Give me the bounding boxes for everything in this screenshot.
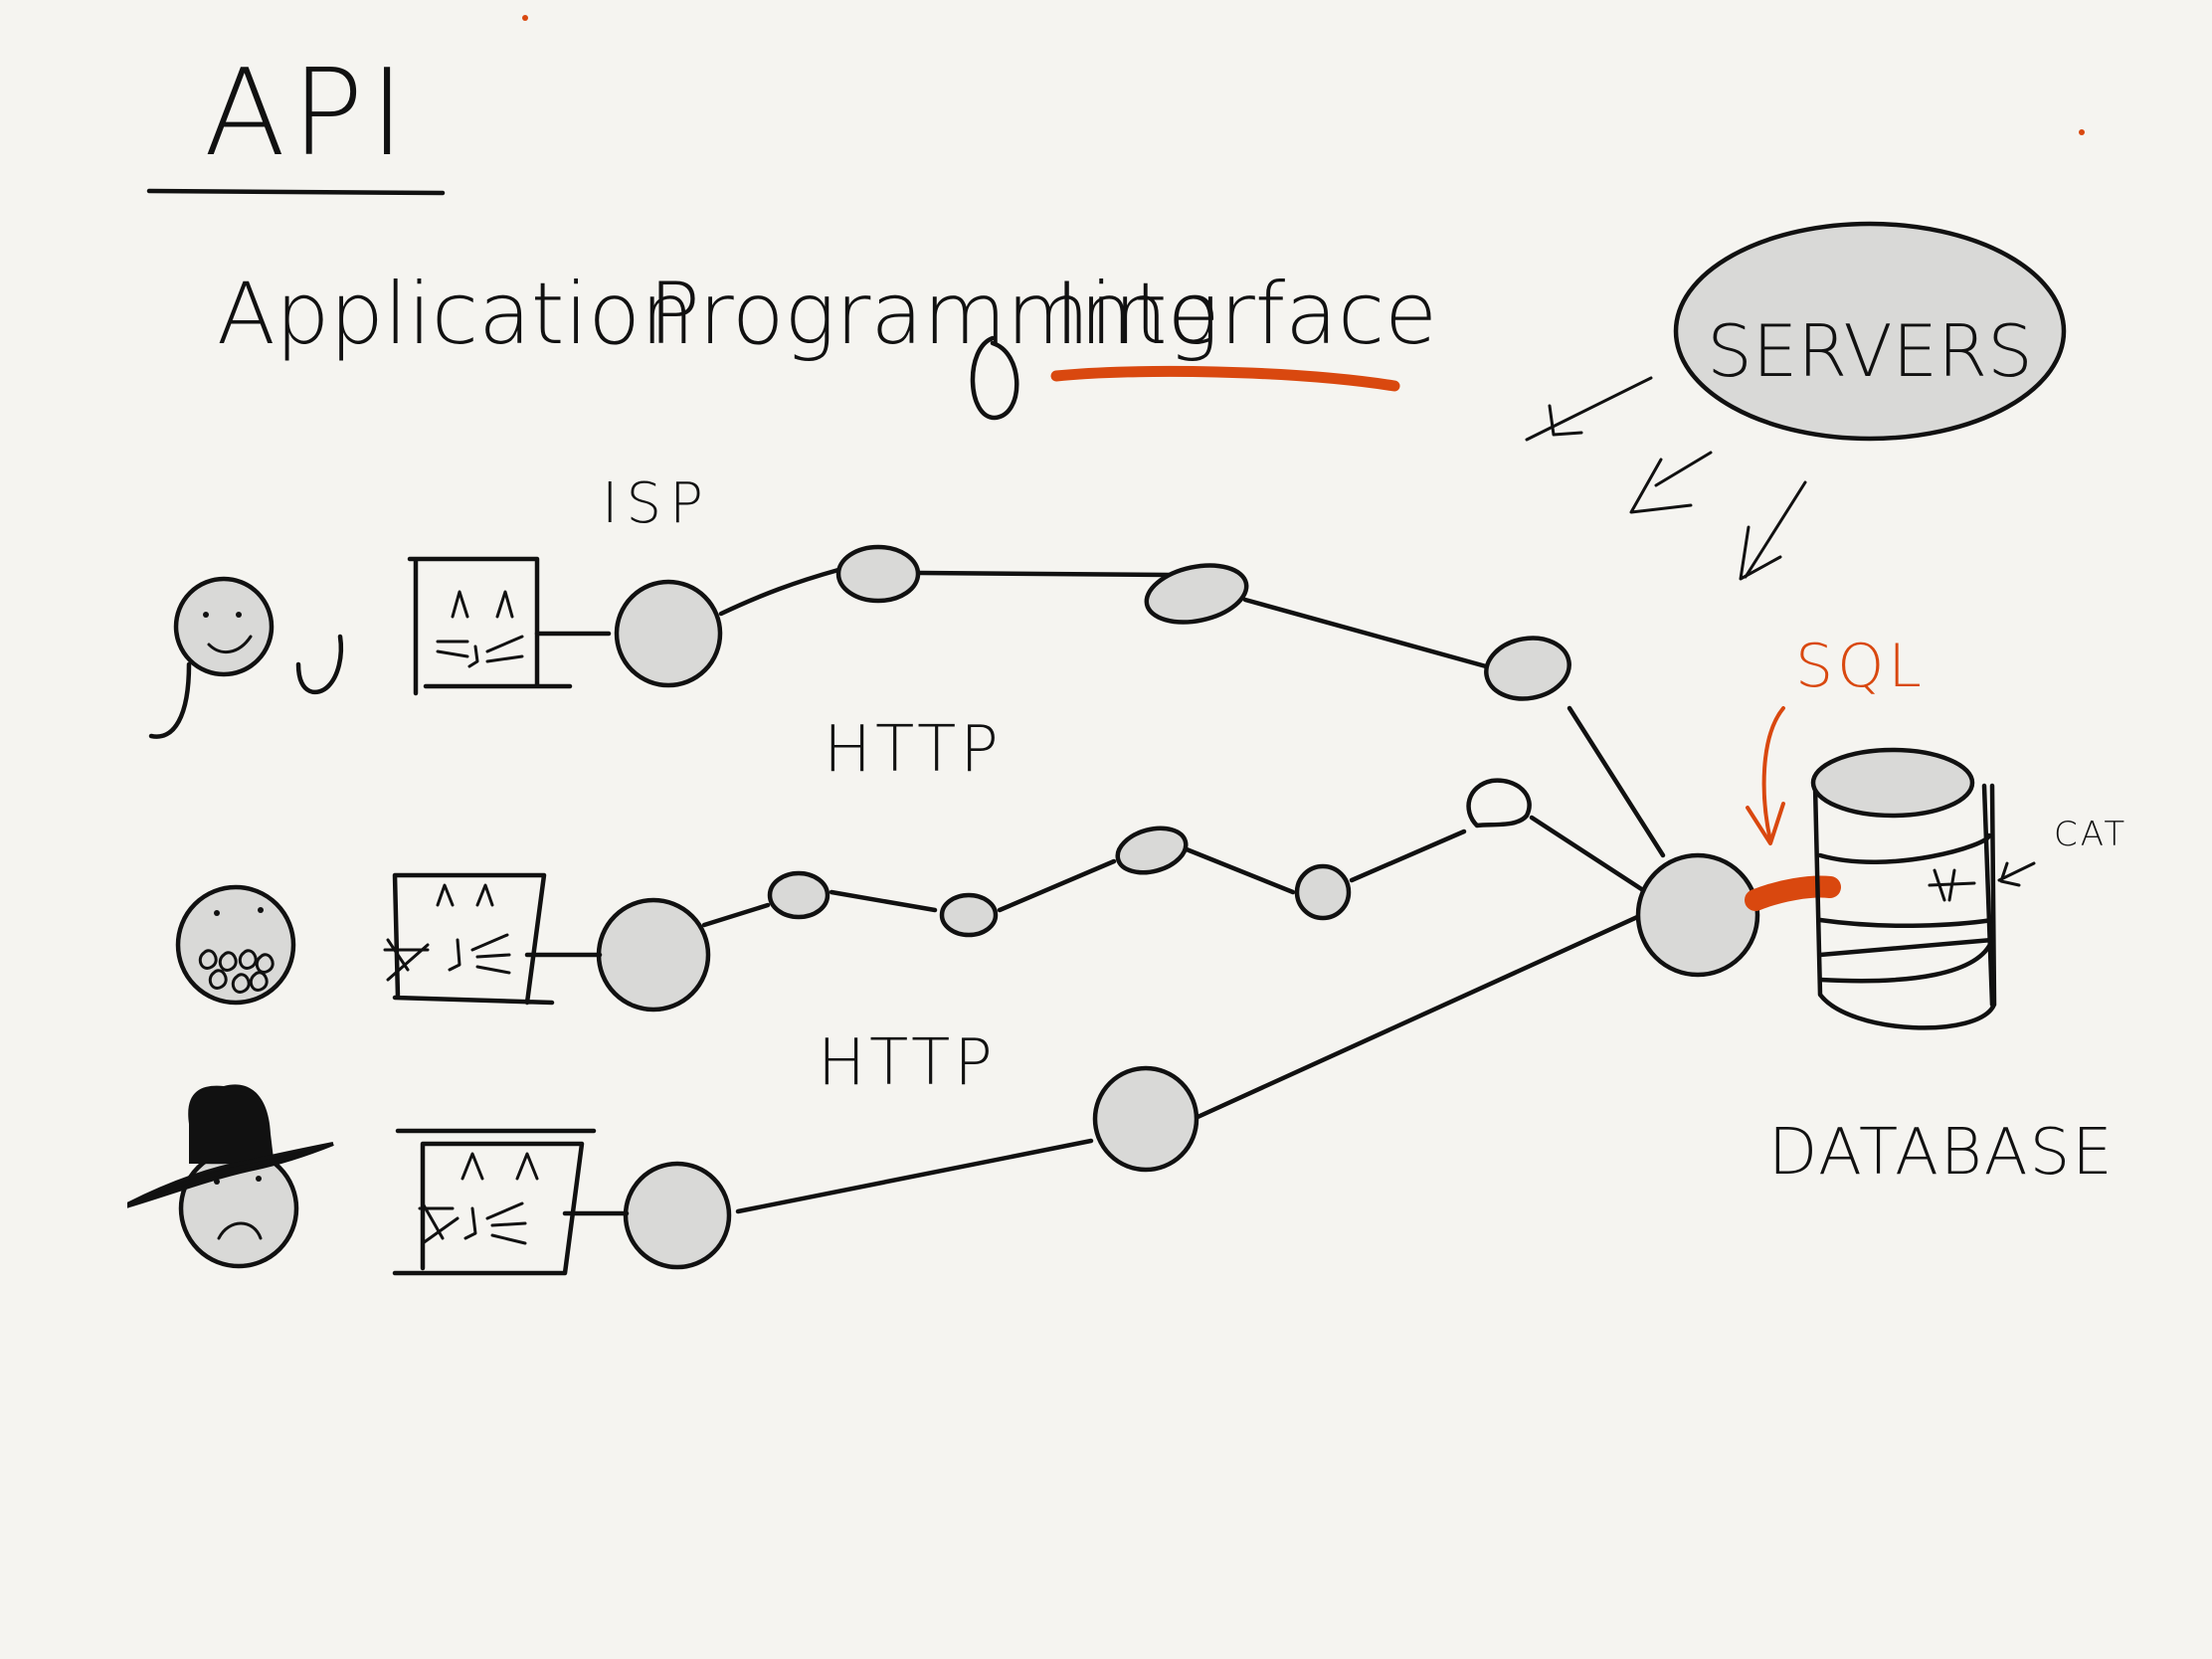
hat-face-icon: [127, 1084, 334, 1269]
sql-connector: [1745, 875, 1841, 911]
title-underline: [146, 188, 446, 196]
ink-speck: [522, 15, 528, 21]
network-node[interactable]: [1113, 822, 1191, 880]
cat-label: CAT: [2054, 815, 2127, 854]
network-node[interactable]: [1142, 557, 1252, 631]
subtitle-application: Application: [217, 265, 695, 364]
isp-label: ISP: [602, 471, 711, 536]
cat-computer-icon: [392, 1128, 630, 1276]
page-title: API: [204, 45, 411, 183]
http-label-bottom: HTTP: [818, 1026, 997, 1100]
network-node[interactable]: [835, 544, 921, 604]
ink-speck: [2079, 129, 2085, 135]
database-cylinder-icon: [1810, 747, 1997, 1030]
network-node[interactable]: [767, 870, 830, 920]
smiley-face-icon: [148, 576, 344, 739]
subtitle-interface: Interface: [1054, 265, 1437, 364]
database-label: DATABASE: [1768, 1116, 2115, 1190]
cat-computer-icon: [383, 872, 603, 1006]
sql-label: SQL: [1795, 632, 1926, 701]
central-server-node[interactable]: [1635, 852, 1760, 978]
http-label-top: HTTP: [824, 713, 1003, 787]
bearded-face-icon: [175, 884, 296, 1006]
arrow-icon: [1744, 480, 1807, 579]
network-node[interactable]: [1092, 1065, 1199, 1173]
network-node[interactable]: [623, 1161, 732, 1270]
cat-computer-icon: [407, 556, 612, 696]
programming-loop: [970, 335, 1019, 421]
network-node[interactable]: [1294, 863, 1352, 921]
arrow-icon: [1525, 376, 1653, 442]
cat-arrow-icon: [1997, 861, 2036, 887]
servers-arrows: [1525, 376, 1807, 581]
route-top: [614, 544, 1666, 858]
route-bottom: [623, 910, 1649, 1270]
network-node[interactable]: [614, 579, 723, 688]
network-node[interactable]: [939, 892, 999, 938]
sql-arrow-icon: [1761, 706, 1785, 842]
network-node[interactable]: [1481, 632, 1573, 705]
arrow-icon: [1654, 451, 1713, 487]
servers-node[interactable]: [1673, 221, 2067, 442]
network-node[interactable]: [596, 897, 711, 1013]
network-node: [1466, 778, 1532, 829]
interface-underline: [1050, 365, 1400, 392]
route-middle: [596, 778, 1646, 1013]
servers-label: SERVERS: [1707, 309, 2033, 393]
subtitle-programming: Programming: [648, 265, 1219, 364]
